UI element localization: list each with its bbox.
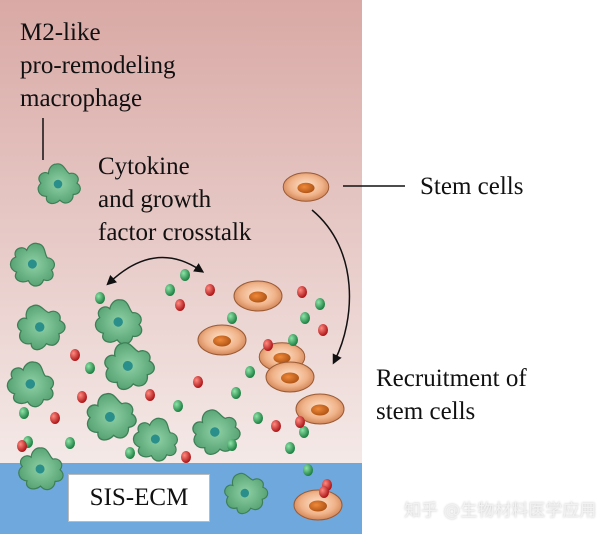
green-factor-dot xyxy=(288,334,298,346)
green-factor-dot xyxy=(299,426,309,438)
red-factor-dot xyxy=(181,451,191,463)
green-factor-dot xyxy=(125,447,135,459)
cytokine-dot-group xyxy=(17,269,332,498)
watermark: 知乎 @生物材料医学应用 xyxy=(404,501,597,521)
red-factor-dot xyxy=(271,420,281,432)
recruitment-label: Recruitment of stem cells xyxy=(376,362,527,428)
sis-ecm-label: SIS-ECM xyxy=(89,484,189,511)
cytokine-label: Cytokine and growth factor crosstalk xyxy=(98,150,251,249)
red-factor-dot xyxy=(145,389,155,401)
green-factor-dot xyxy=(85,362,95,374)
cytokine-label-line-1: Cytokine xyxy=(98,153,190,180)
sis-ecm-label-box: SIS-ECM xyxy=(68,474,210,522)
macrophage-label: M2-like pro-remodeling macrophage xyxy=(20,16,176,115)
red-factor-dot xyxy=(318,324,328,336)
recruitment-label-line-2: stem cells xyxy=(376,398,476,425)
red-factor-dot xyxy=(297,286,307,298)
red-factor-dot xyxy=(17,440,27,452)
green-factor-dot xyxy=(300,312,310,324)
crosstalk-arrow xyxy=(106,256,205,286)
stem-cell xyxy=(293,489,343,521)
red-factor-dot xyxy=(319,486,329,498)
green-factor-dot xyxy=(173,400,183,412)
green-factor-dot xyxy=(227,312,237,324)
stem-cell xyxy=(265,361,315,393)
red-factor-dot xyxy=(50,412,60,424)
green-factor-dot xyxy=(19,407,29,419)
green-factor-dot xyxy=(231,387,241,399)
green-factor-dot xyxy=(253,412,263,424)
green-factor-dot xyxy=(180,269,190,281)
cytokine-label-line-2: and growth xyxy=(98,186,212,213)
red-factor-dot xyxy=(70,349,80,361)
green-factor-dot xyxy=(245,366,255,378)
stem-cell xyxy=(233,280,283,312)
green-factor-dot xyxy=(227,439,237,451)
recruitment-arrow xyxy=(311,209,351,365)
green-factor-dot xyxy=(303,464,313,476)
macrophage-label-line-1: M2-like xyxy=(20,19,101,46)
macrophage-label-line-3: macrophage xyxy=(20,85,143,112)
green-factor-dot xyxy=(165,284,175,296)
recruitment-label-line-1: Recruitment of xyxy=(376,365,527,392)
green-factor-dot xyxy=(285,442,295,454)
red-factor-dot xyxy=(205,284,215,296)
red-factor-dot xyxy=(193,376,203,388)
stem-cell xyxy=(282,172,330,202)
red-factor-dot xyxy=(263,339,273,351)
stem-cells-label: Stem cells xyxy=(420,173,524,200)
macrophage-label-line-2: pro-remodeling xyxy=(20,52,176,79)
red-factor-dot xyxy=(175,299,185,311)
cytokine-label-line-3: factor crosstalk xyxy=(98,219,252,246)
red-factor-dot xyxy=(77,391,87,403)
green-factor-dot xyxy=(95,292,105,304)
stem-cell xyxy=(197,324,247,356)
green-factor-dot xyxy=(315,298,325,310)
red-factor-dot xyxy=(295,416,305,428)
green-factor-dot xyxy=(65,437,75,449)
